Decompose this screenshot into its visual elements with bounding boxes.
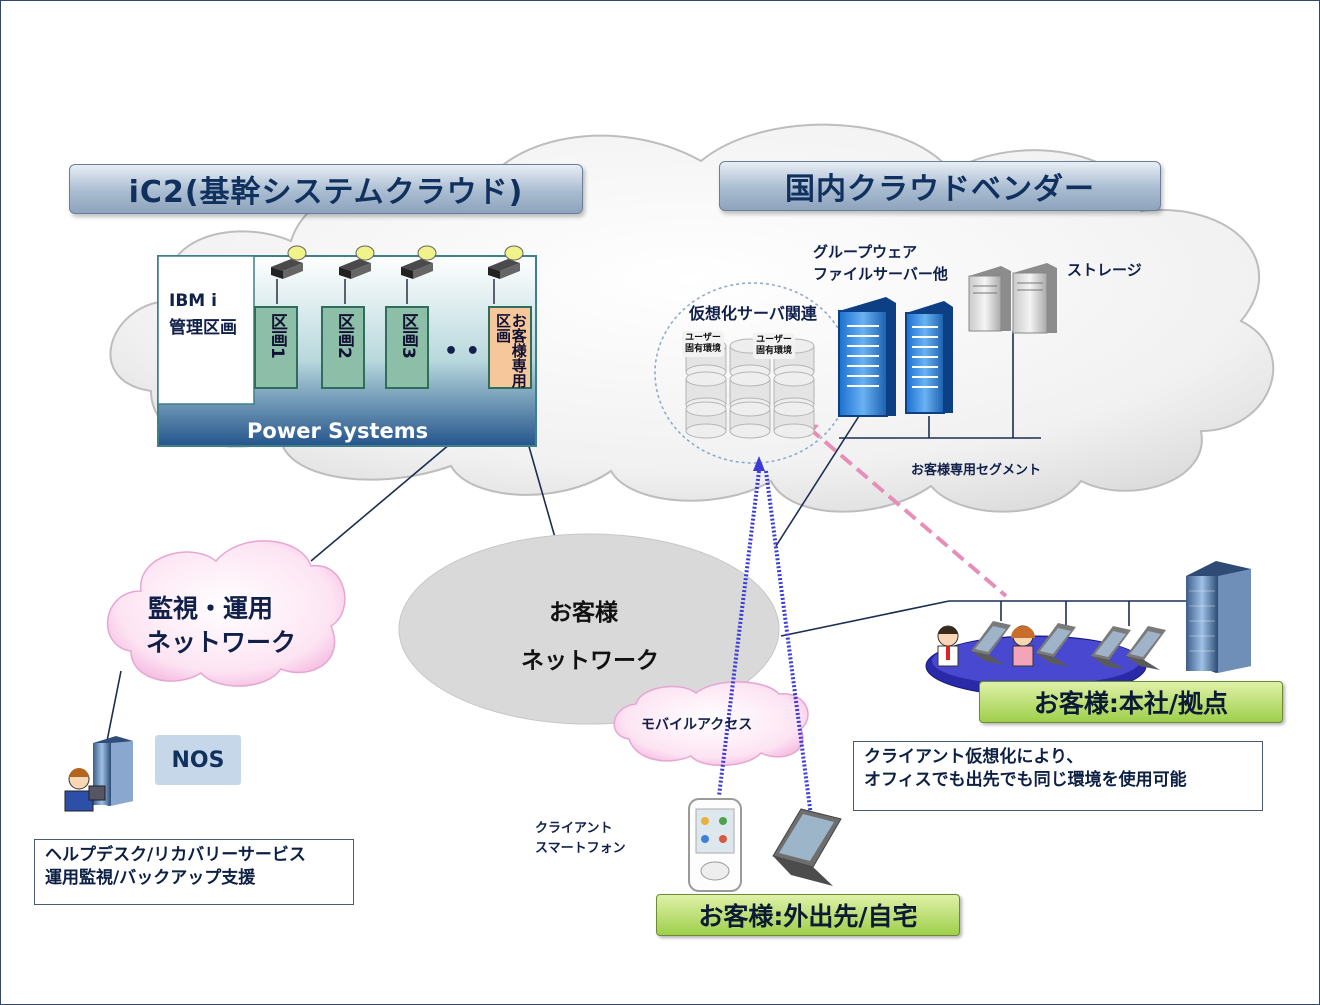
client-virtualization-note: クライアント仮想化により、 オフィスでも出先でも同じ環境を使用可能: [853, 741, 1263, 811]
note-line-1: クライアント仮想化により、: [864, 747, 1084, 767]
customer-network-label-1: お客様: [549, 600, 618, 626]
groupware-label: グループウェア: [813, 243, 918, 261]
virtualization-label: 仮想化サーバ関連: [689, 304, 817, 323]
partition-1-label: 区画1: [266, 313, 287, 359]
partition-1: 区画1: [254, 306, 298, 389]
hq-laptops: [971, 621, 1166, 670]
more-partitions-dots: • •: [444, 339, 480, 364]
hq-customer-label: お客様:本社/拠点: [1033, 689, 1229, 718]
nos-box: NOS: [155, 735, 241, 785]
small-server-icons: [271, 245, 524, 304]
partition-2: 区画2: [321, 306, 365, 389]
user-env-label-2: ユーザー 固有環境: [753, 333, 796, 359]
hq-building: [1186, 561, 1251, 673]
hq-customer-box: お客様:本社/拠点: [979, 681, 1283, 723]
helpdesk-box: ヘルプデスク/リカバリーサービス 運用監視/バックアップ支援: [34, 839, 354, 905]
power-systems-label: Power Systems: [247, 419, 429, 443]
ic2-banner: iC2(基幹システムクラウド): [69, 164, 583, 214]
hq-people: [937, 625, 1035, 667]
management-partition-label: 管理区画: [169, 318, 237, 338]
ic2-title: iC2(基幹システムクラウド): [128, 175, 524, 210]
smartphone-icon: [688, 798, 742, 892]
storage-label: ストレージ: [1067, 261, 1142, 279]
database-cylinders: [685, 338, 815, 439]
client-label: クライアント: [535, 821, 613, 836]
nos-building-icon: [64, 736, 133, 812]
monitoring-cloud: [106, 540, 346, 687]
vendor-title: 国内クラウドベンダー: [785, 172, 1095, 207]
vendor-banner: 国内クラウドベンダー: [719, 161, 1161, 211]
partition-3: 区画3: [385, 306, 429, 389]
helpdesk-line-1: ヘルプデスク/リカバリーサービス: [45, 845, 306, 865]
power-systems-box: [157, 255, 537, 447]
note-line-2: オフィスでも出先でも同じ環境を使用可能: [864, 769, 1187, 790]
customer-partition-label: お客様専用区画: [494, 313, 528, 388]
customer-network-label-2: ネットワーク: [521, 648, 659, 674]
fileserver-label: ファイルサーバー他: [813, 265, 948, 283]
partition-3-label: 区画3: [397, 313, 418, 359]
ibm-i-label: IBM i: [169, 291, 217, 311]
monitoring-label-2: ネットワーク: [146, 628, 297, 657]
remote-laptop-icon: [772, 808, 842, 886]
nos-label: NOS: [171, 747, 225, 773]
smartphone-label: スマートフォン: [535, 841, 626, 856]
customer-network-ellipse: [398, 533, 780, 725]
mobile-access-label: モバイルアクセス: [641, 717, 753, 733]
arrow-up-blue: [753, 456, 765, 471]
mobile-dotted-lines: [717, 470, 813, 817]
groupware-servers: [838, 297, 953, 417]
customer-partition: お客様専用区画: [488, 306, 532, 389]
mobile-access-cloud: [613, 681, 809, 767]
helpdesk-line-2: 運用監視/バックアップ支援: [45, 867, 256, 888]
segment-label: お客様専用セグメント: [911, 463, 1042, 478]
partition-2-label: 区画2: [333, 313, 354, 359]
storage-servers: [968, 263, 1057, 334]
remote-customer-box: お客様:外出先/自宅: [656, 894, 960, 936]
remote-customer-label: お客様:外出先/自宅: [698, 902, 918, 931]
pink-dashed-line: [807, 426, 1008, 598]
monitoring-label-1: 監視・運用: [148, 594, 274, 623]
user-env-label-1: ユーザー 固有環境: [682, 331, 725, 357]
